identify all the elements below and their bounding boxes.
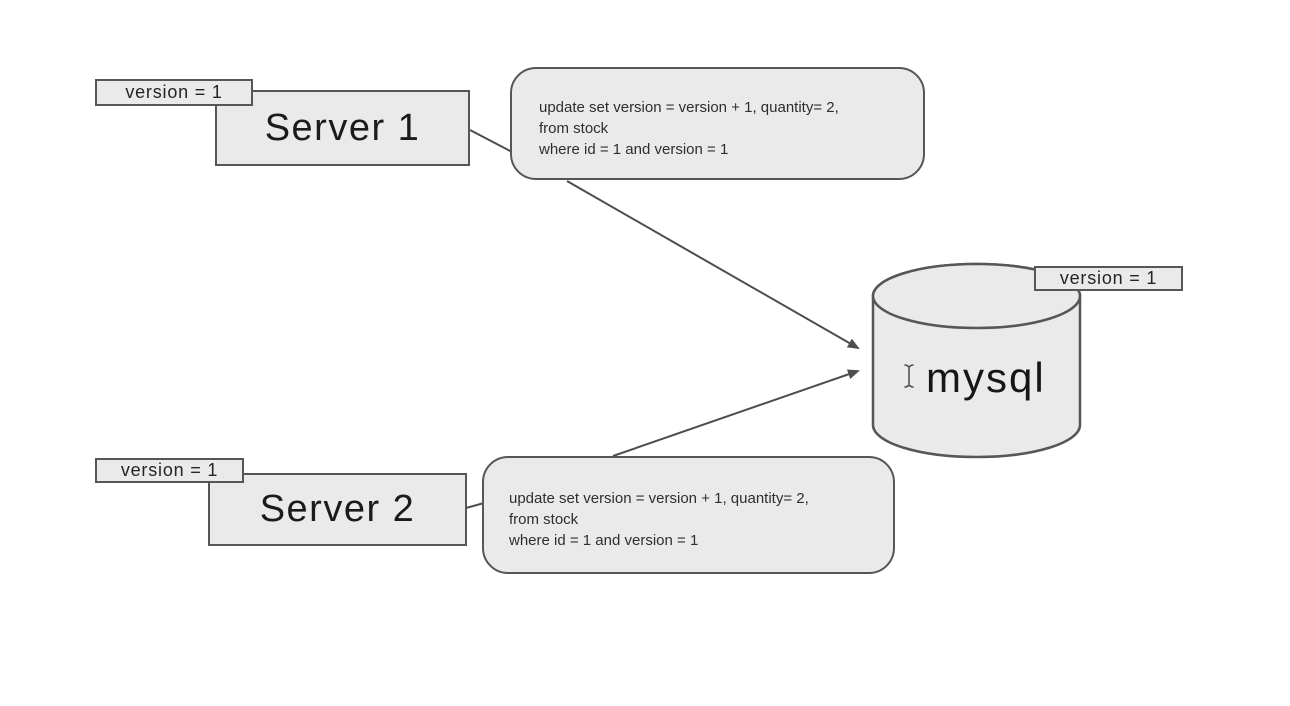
server1-version-badge[interactable]: version = 1 bbox=[95, 79, 253, 106]
query-line: update set version = version + 1, quanti… bbox=[539, 99, 839, 116]
text-cursor-icon bbox=[904, 364, 914, 388]
arrow-server1-to-mysql[interactable] bbox=[566, 180, 860, 349]
server1-version-text: version = 1 bbox=[125, 82, 223, 102]
server2-query-bubble[interactable]: update set version = version + 1, quanti… bbox=[482, 456, 895, 574]
database-label-group[interactable]: mysql bbox=[903, 352, 1093, 404]
query-line: where id = 1 and version = 1 bbox=[509, 532, 699, 549]
query-line: from stock bbox=[539, 120, 609, 137]
server2-version-text: version = 1 bbox=[120, 460, 219, 480]
query-line: where id = 1 and version = 1 bbox=[539, 141, 729, 158]
server1-node[interactable]: Server 1 bbox=[215, 90, 470, 166]
database-version-text: version = 1 bbox=[1059, 268, 1158, 288]
server2-version-badge[interactable]: version = 1 bbox=[95, 458, 244, 483]
server1-label: Server 1 bbox=[264, 106, 421, 149]
connector-server2-query[interactable] bbox=[465, 502, 485, 509]
query-line: update set version = version + 1, quanti… bbox=[509, 490, 809, 507]
database-label: mysql bbox=[926, 354, 1046, 401]
server2-label: Server 2 bbox=[259, 488, 416, 530]
query-line: from stock bbox=[509, 511, 579, 528]
arrow-server2-to-mysql[interactable] bbox=[612, 369, 860, 457]
database-cylinder[interactable] bbox=[871, 262, 1082, 459]
server1-query-bubble[interactable]: update set version = version + 1, quanti… bbox=[510, 67, 925, 180]
database-version-badge[interactable]: version = 1 bbox=[1034, 266, 1183, 291]
server2-node[interactable]: Server 2 bbox=[208, 473, 467, 546]
database-cylinder-top[interactable] bbox=[871, 262, 1082, 330]
connector-server1-query[interactable] bbox=[469, 129, 513, 153]
